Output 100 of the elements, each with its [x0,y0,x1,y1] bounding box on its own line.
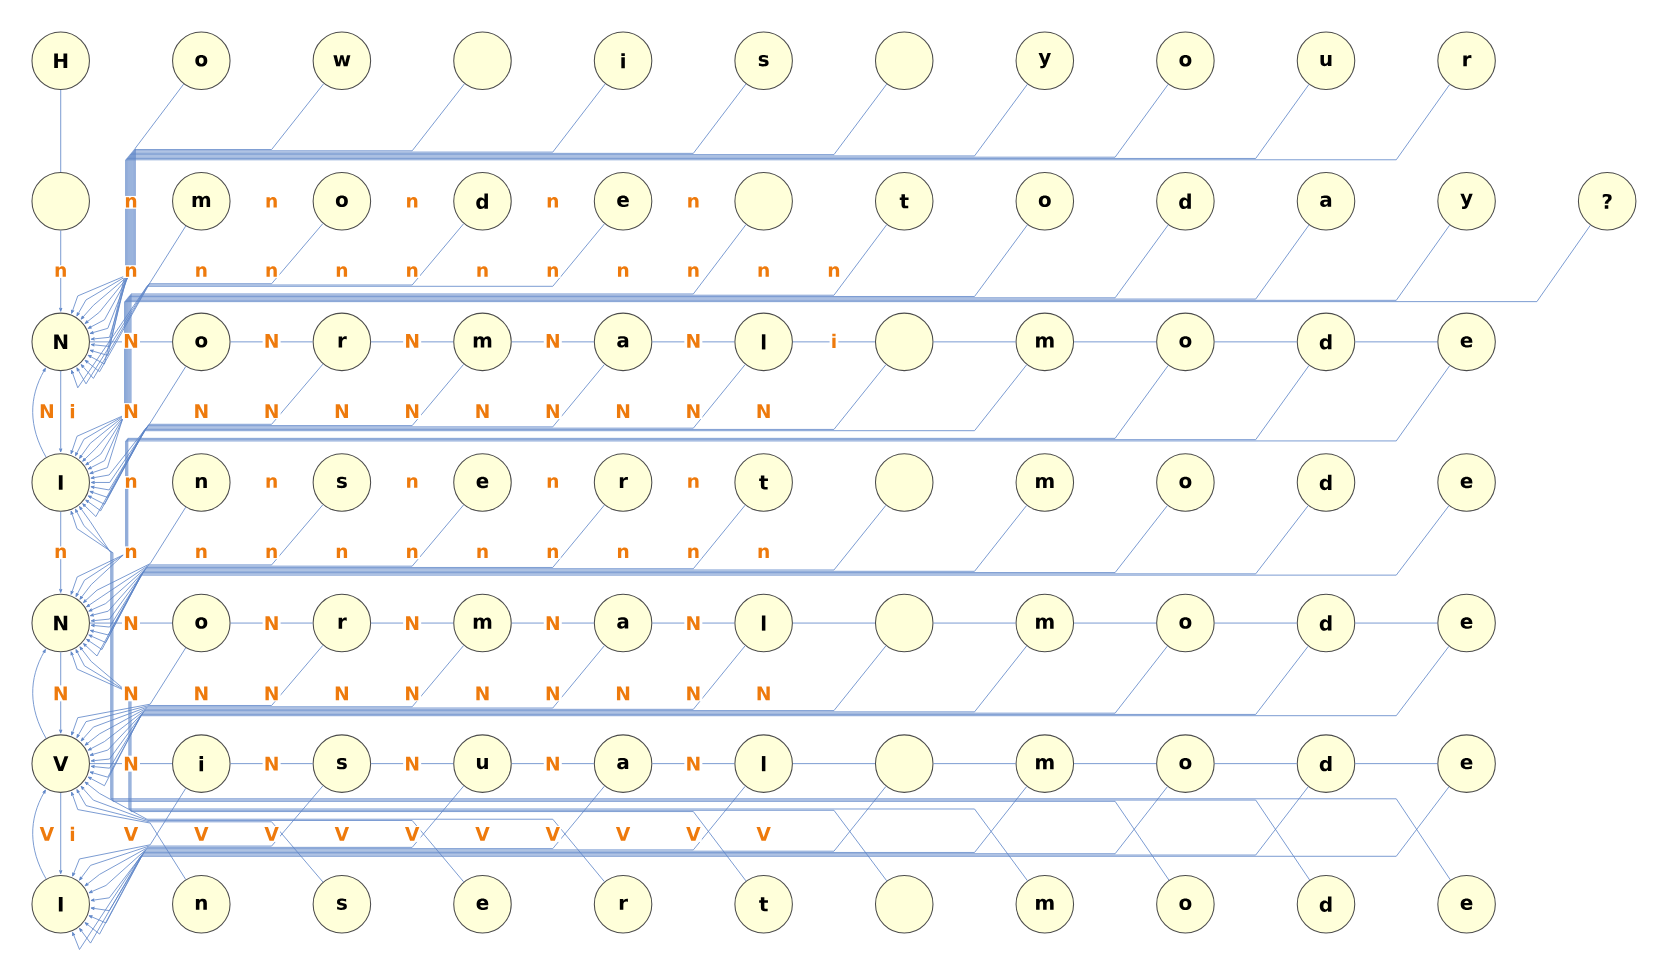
mode-letter: n [123,546,139,560]
mode-letter: N [684,685,703,702]
arrow [88,786,1028,924]
mode-letter: N [543,755,562,772]
arrow [80,83,465,320]
empty-circle [734,172,793,231]
empty-circle [874,453,934,512]
arrow [82,506,187,604]
mode-letter: N [614,685,633,702]
mode-letter: N [51,685,70,702]
mode-letter: i [68,402,77,420]
mode-letter: N [684,332,703,349]
arrow [90,504,887,628]
mode-letter: n [404,265,420,278]
mode-letter: V [755,825,773,842]
mode-letter: N [122,685,141,702]
mode-letter: n [123,476,139,489]
mode-letter: N [403,755,422,772]
mode-letter: V [38,825,56,842]
mode-letter: n [263,476,280,489]
mode-letter: n [193,265,210,278]
mode-letter: n [544,265,561,278]
arrow [90,504,746,623]
arrow [87,364,746,505]
arrow [86,504,324,608]
arrow [32,789,47,880]
mode-letter: n [685,476,702,489]
arrow [80,223,324,379]
arrow [90,786,887,912]
mode-letter: N [473,685,492,702]
arrow [84,645,605,746]
arrow [89,364,605,498]
mode-letter: i [68,825,77,843]
mode-letter: N [684,403,703,420]
empty-circle [874,734,934,793]
mode-letter: n [334,265,350,278]
arrow [59,511,63,593]
mode-letter: N [754,685,773,702]
mode-letter: N [262,615,281,632]
arrow [90,363,324,485]
mode-letter: n [193,546,210,560]
mode-letter: N [122,332,141,349]
mode-letter: N [403,685,422,702]
mode-letter: N [403,615,422,632]
mode-letter: V [474,825,491,842]
arrow [84,225,187,373]
mode-letter: N [614,403,633,420]
arrow [32,367,47,458]
arrow [90,785,746,902]
mode-letter: n [263,546,280,560]
mode-letter: N [122,403,141,420]
arrow [76,223,465,385]
empty-circle [874,31,934,90]
mode-letter: N [262,332,281,349]
mode-letter: n [404,195,420,209]
arrow [89,83,888,335]
mode-letter: N [262,685,281,702]
arrow [80,645,465,742]
mode-letter: V [333,825,351,842]
arrow [84,786,1168,935]
mode-letter: N [403,332,422,349]
mode-letter: N [262,403,281,420]
mode-letter: N [543,403,562,420]
mode-letter: n [826,265,842,278]
arrow [32,649,47,739]
arrow [90,645,1028,763]
mode-letter: n [615,546,631,560]
arrow [88,505,1168,643]
mode-letter: n [263,265,280,278]
mode-letter: V [544,825,562,842]
arrow [84,83,606,324]
arrow [87,646,1450,787]
mode-letter: n [544,476,561,489]
arrow [75,649,888,882]
arrow [71,647,187,736]
arrow [70,224,747,455]
arrow [59,230,63,312]
mode-letter: V [263,825,281,842]
arrow [70,651,747,882]
mode-letter: V [614,825,632,842]
mode-letter: N [543,332,562,349]
mode-letter: n [404,546,420,560]
mode-letter: n [474,265,491,278]
arrow [90,363,465,491]
mode-letter: n [615,265,631,278]
mode-letter: N [684,615,703,632]
mode-letter: n [544,546,561,560]
mode-letter: N [754,403,773,420]
mode-letter: n [685,195,702,209]
arrow [90,366,187,480]
mode-letter: N [543,615,562,632]
mode-letter: n [544,195,561,209]
mode-letter: n [52,546,69,560]
arrow [89,645,1309,778]
mode-letter: n [685,546,702,560]
arrow [90,83,1028,341]
empty-circle [31,172,90,231]
mode-letter: n [123,265,139,278]
arrow [71,223,605,389]
mode-letter: V [403,825,421,842]
